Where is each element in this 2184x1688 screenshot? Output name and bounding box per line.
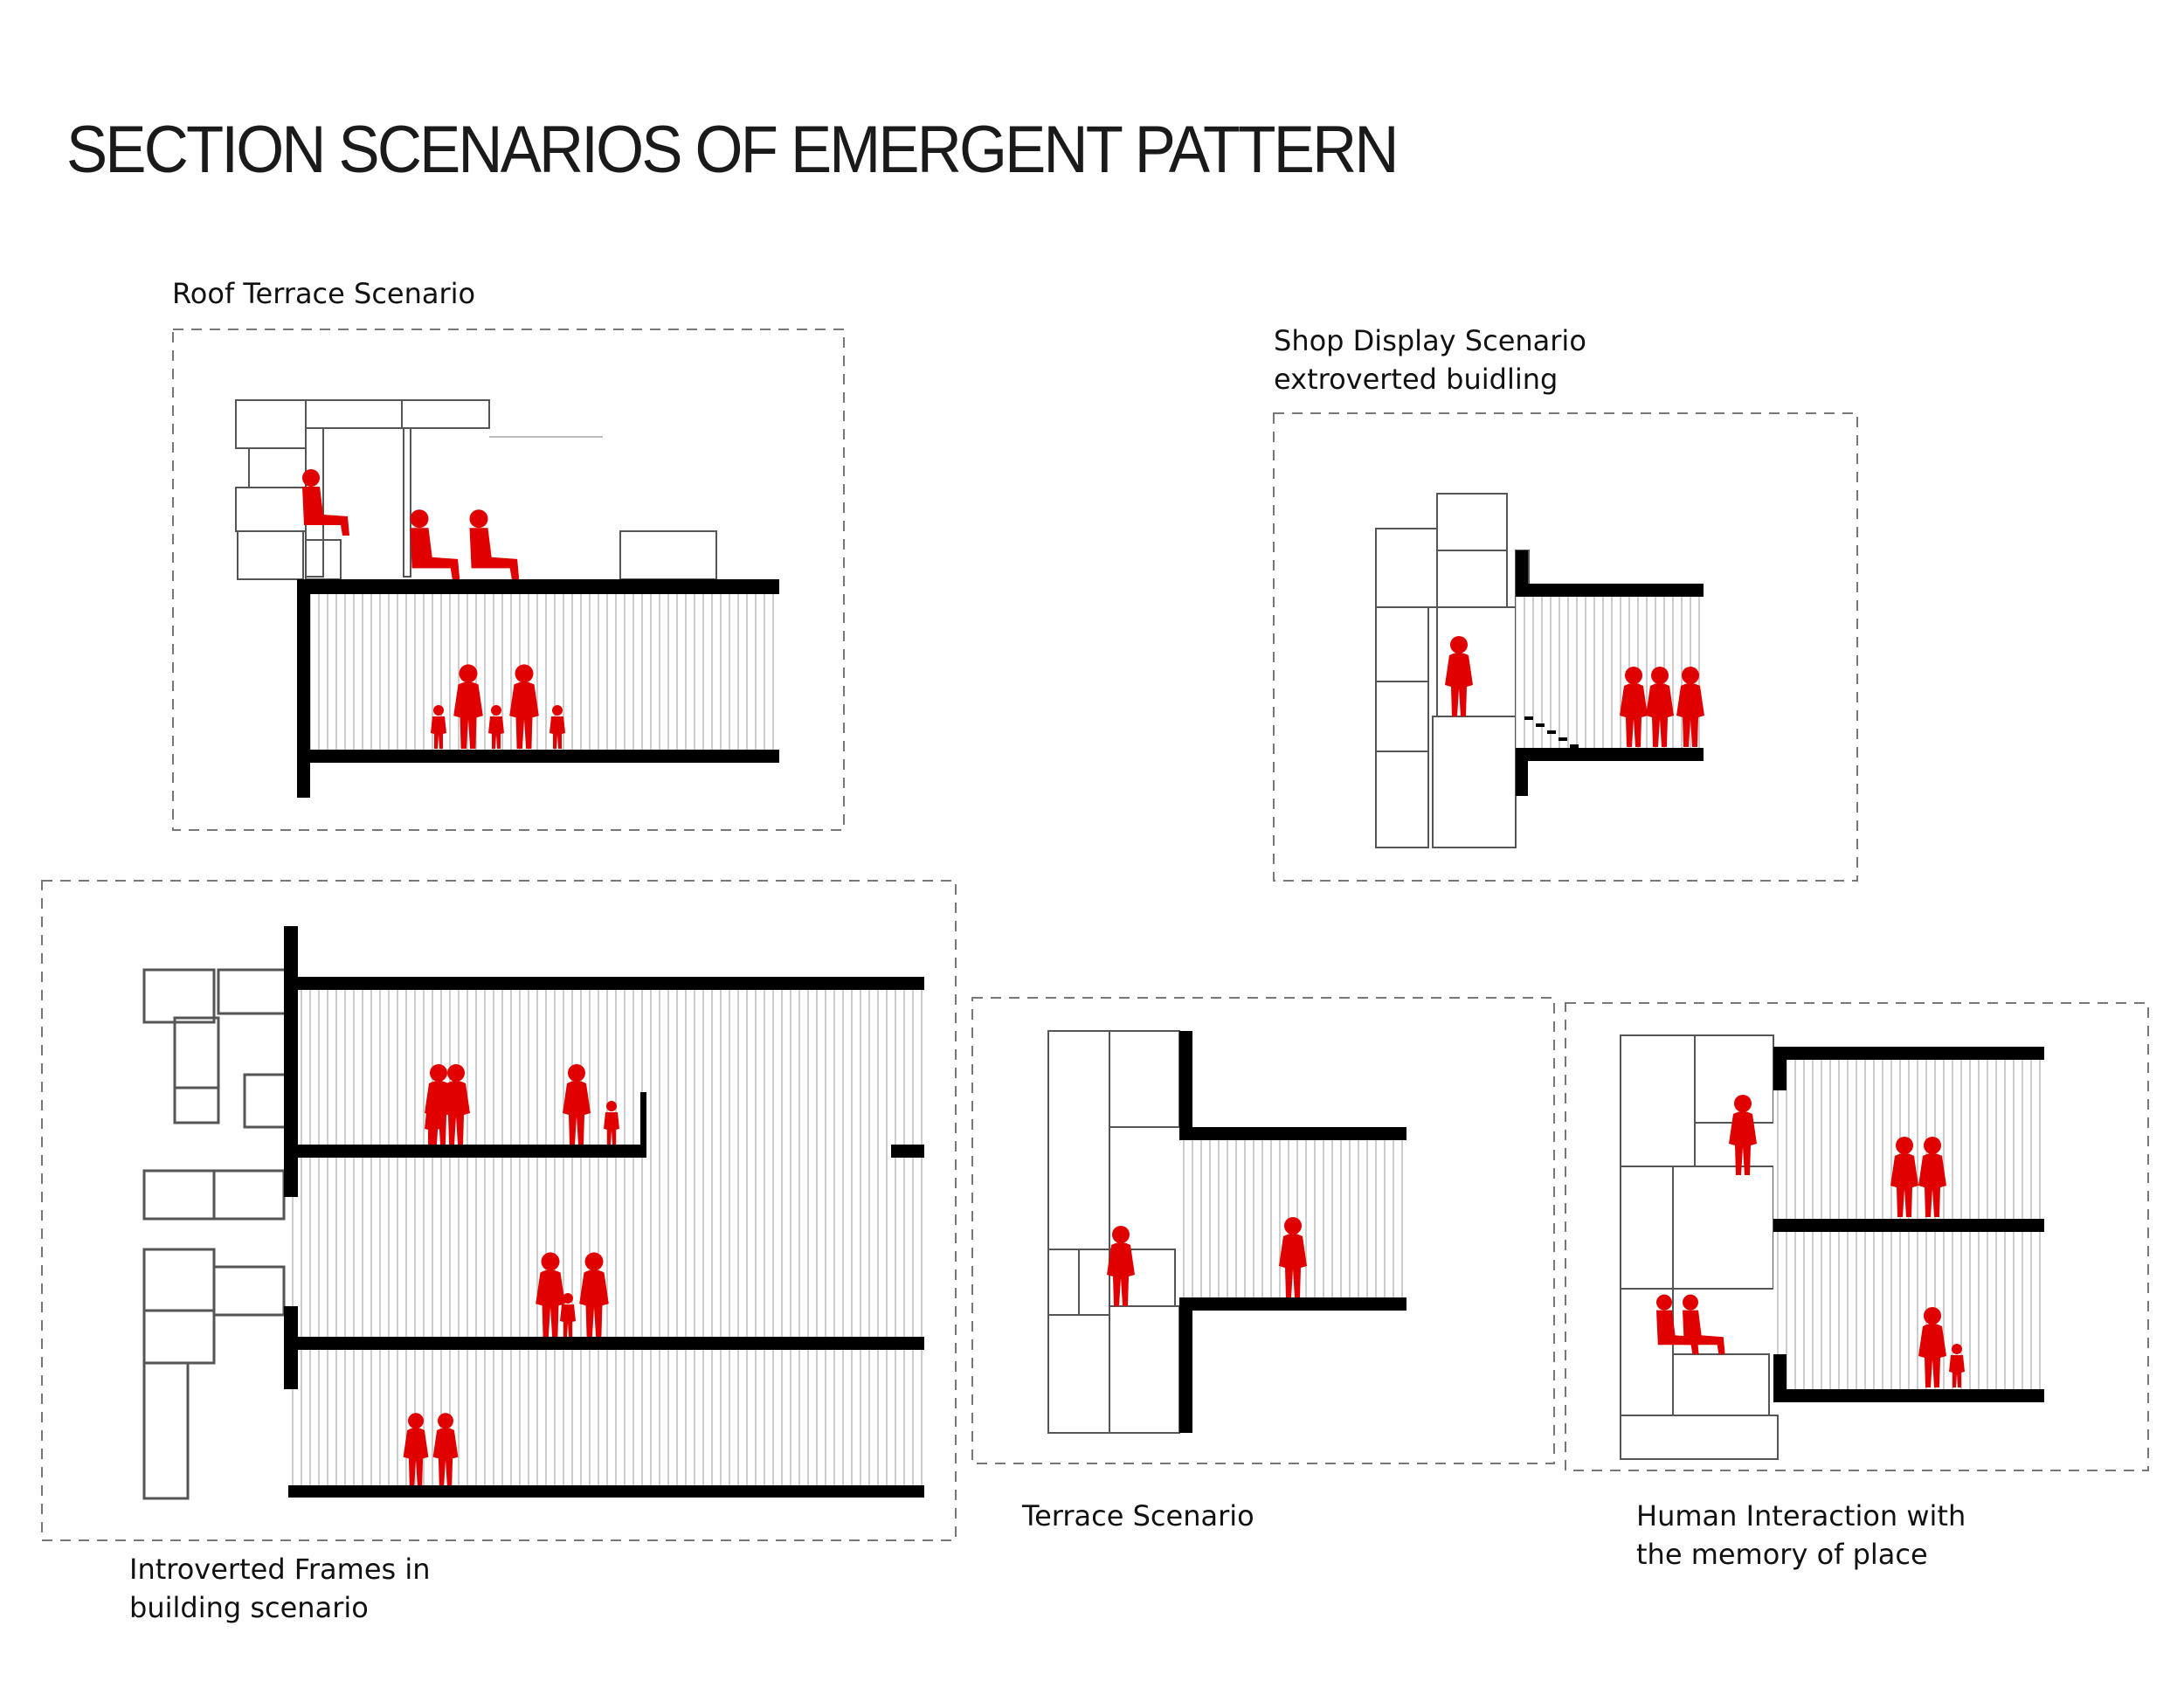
floor-slab (1516, 748, 1704, 761)
wall (297, 579, 310, 798)
panel-terrace (971, 997, 1555, 1464)
wall (284, 926, 298, 1197)
ceiling-slab (1179, 1127, 1406, 1140)
caption-line: Terrace Scenario (1022, 1499, 1254, 1532)
mid-slab (1773, 1219, 2044, 1232)
wall (640, 1092, 646, 1158)
floor-slab (1179, 1297, 1406, 1311)
floor-slab (288, 1337, 924, 1350)
interior-hatch (297, 590, 779, 751)
wall (1773, 1047, 1787, 1090)
caption-line: extroverted buidling (1274, 363, 1559, 396)
caption-line: building scenario (129, 1591, 369, 1624)
wall (1773, 1354, 1787, 1402)
wall (284, 1306, 298, 1389)
caption-shop-display: Shop Display Scenario extroverted buidli… (1274, 322, 1586, 398)
wall (1516, 550, 1528, 594)
floor-slab (1773, 1389, 2044, 1402)
interior-hatch (288, 987, 924, 1498)
stair (1524, 716, 1579, 748)
panel-roof-terrace (172, 329, 845, 831)
caption-introverted-frames: Introverted Frames in building scenario (129, 1550, 431, 1627)
interior-hatch (1516, 594, 1704, 751)
wall (1516, 748, 1528, 796)
mezzanine-slab (891, 1145, 924, 1158)
wall (1179, 1297, 1192, 1433)
caption-line: the memory of place (1636, 1538, 1928, 1571)
caption-line: Shop Display Scenario (1274, 324, 1586, 357)
caption-human-interaction: Human Interaction with the memory of pla… (1636, 1497, 1966, 1574)
frame-lattice (1620, 1034, 1779, 1460)
wall (1179, 1031, 1192, 1140)
floor-slab (297, 750, 779, 763)
panel-human-interaction (1565, 1002, 2149, 1471)
panel-shop-display (1273, 412, 1858, 882)
panel-border (41, 880, 957, 1541)
page-title: SECTION SCENARIOS OF EMERGENT PATTERN (66, 113, 1399, 187)
caption-roof-terrace: Roof Terrace Scenario (172, 274, 475, 313)
roof-slab (1773, 1047, 2044, 1060)
panel-border (1273, 412, 1858, 882)
mezzanine-slab (288, 1145, 646, 1158)
floor-slab (288, 1485, 924, 1498)
caption-line: Roof Terrace Scenario (172, 277, 476, 310)
frame-lattice (1375, 493, 1530, 848)
panel-introverted-frames (41, 880, 957, 1541)
panel-border (1565, 1002, 2149, 1471)
panel-border (971, 997, 1555, 1464)
panel-border (172, 329, 845, 831)
ceiling-slab (1516, 584, 1704, 597)
caption-terrace: Terrace Scenario (1022, 1497, 1254, 1535)
roof-slab (284, 977, 924, 990)
caption-line: Human Interaction with (1636, 1499, 1966, 1532)
roof-slab (297, 579, 779, 594)
caption-line: Introverted Frames in (129, 1553, 431, 1586)
